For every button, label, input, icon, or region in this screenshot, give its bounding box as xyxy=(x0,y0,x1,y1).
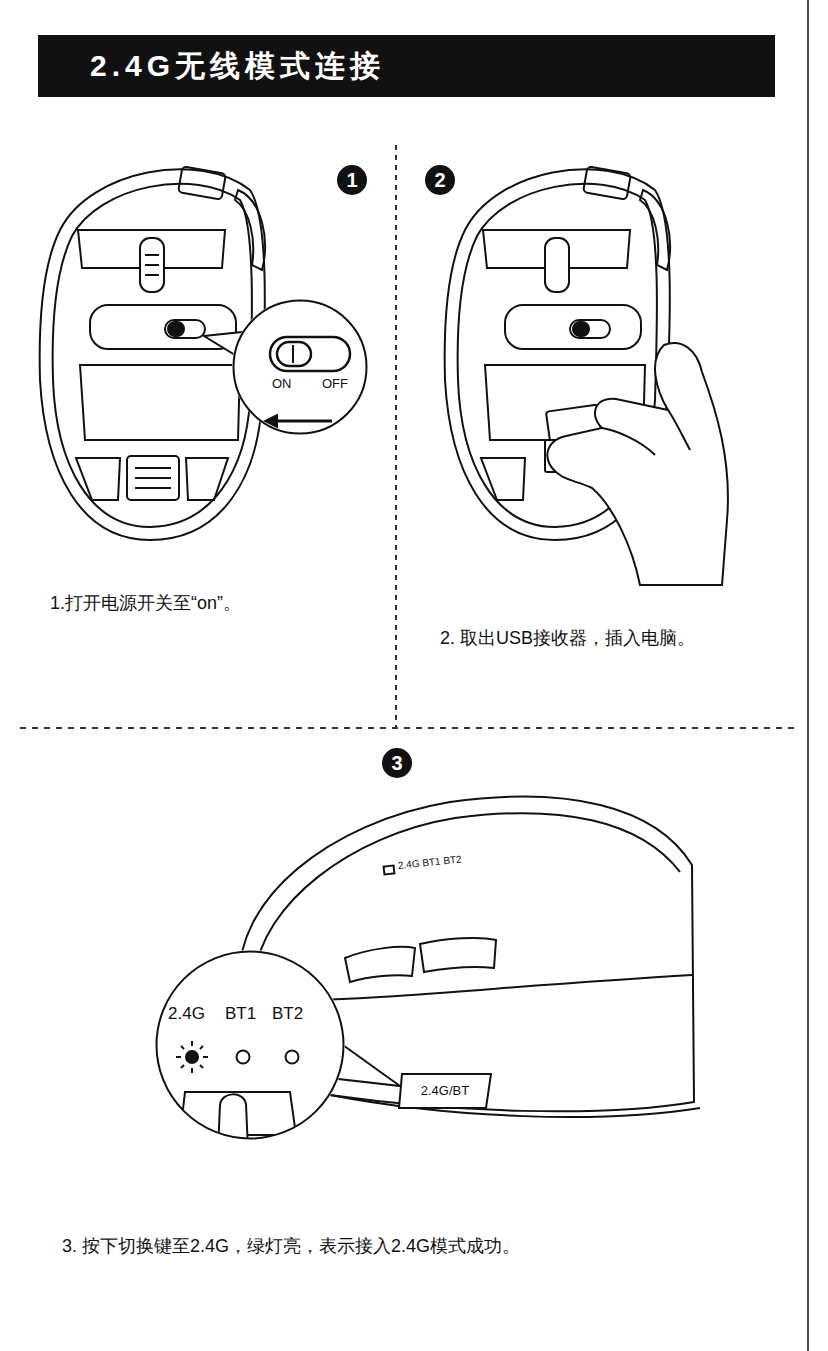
divider xyxy=(395,145,397,728)
node-text: 2.4G xyxy=(168,1005,205,1024)
zoom-ground xyxy=(232,299,368,435)
step-caption: 2. 取出USB接收器，插入电脑。 xyxy=(440,628,695,650)
zoom-outline xyxy=(155,950,345,1140)
title-band xyxy=(38,35,775,97)
callout-number: 3 xyxy=(382,748,412,778)
callout-digit: 2 xyxy=(434,169,445,191)
zoom-outline xyxy=(232,299,368,435)
callout-digit: 1 xyxy=(346,169,357,191)
callout-number: 1 xyxy=(337,165,367,195)
node-text: ON xyxy=(272,377,292,391)
step-caption: 3. 按下切换键至2.4G，绿灯亮，表示接入2.4G模式成功。 xyxy=(62,1236,520,1258)
node-text: OFF xyxy=(322,377,348,391)
power-switch-zoom xyxy=(270,337,350,421)
divider xyxy=(20,727,796,729)
title-text: 2.4G无线模式连接 xyxy=(90,46,385,86)
callout-number: 2 xyxy=(425,165,455,195)
node-text: 2.4G/BT xyxy=(421,1084,469,1098)
hand-with-receiver xyxy=(545,343,728,585)
zoom-callout: 2.4G BT1 BT2 xyxy=(155,950,345,1140)
mode-switch-button: 2.4G/BT xyxy=(398,1073,492,1109)
page-border xyxy=(807,0,809,1351)
callout-digit: 3 xyxy=(391,752,402,774)
node-text: BT2 xyxy=(272,1005,303,1024)
step-caption: 1.打开电源开关至“on”。 xyxy=(50,593,241,615)
node-text: BT1 xyxy=(225,1005,256,1024)
zoom-callout: ON OFF xyxy=(232,299,368,435)
zoom-ground xyxy=(155,950,345,1140)
mouse-bottom xyxy=(40,166,265,540)
